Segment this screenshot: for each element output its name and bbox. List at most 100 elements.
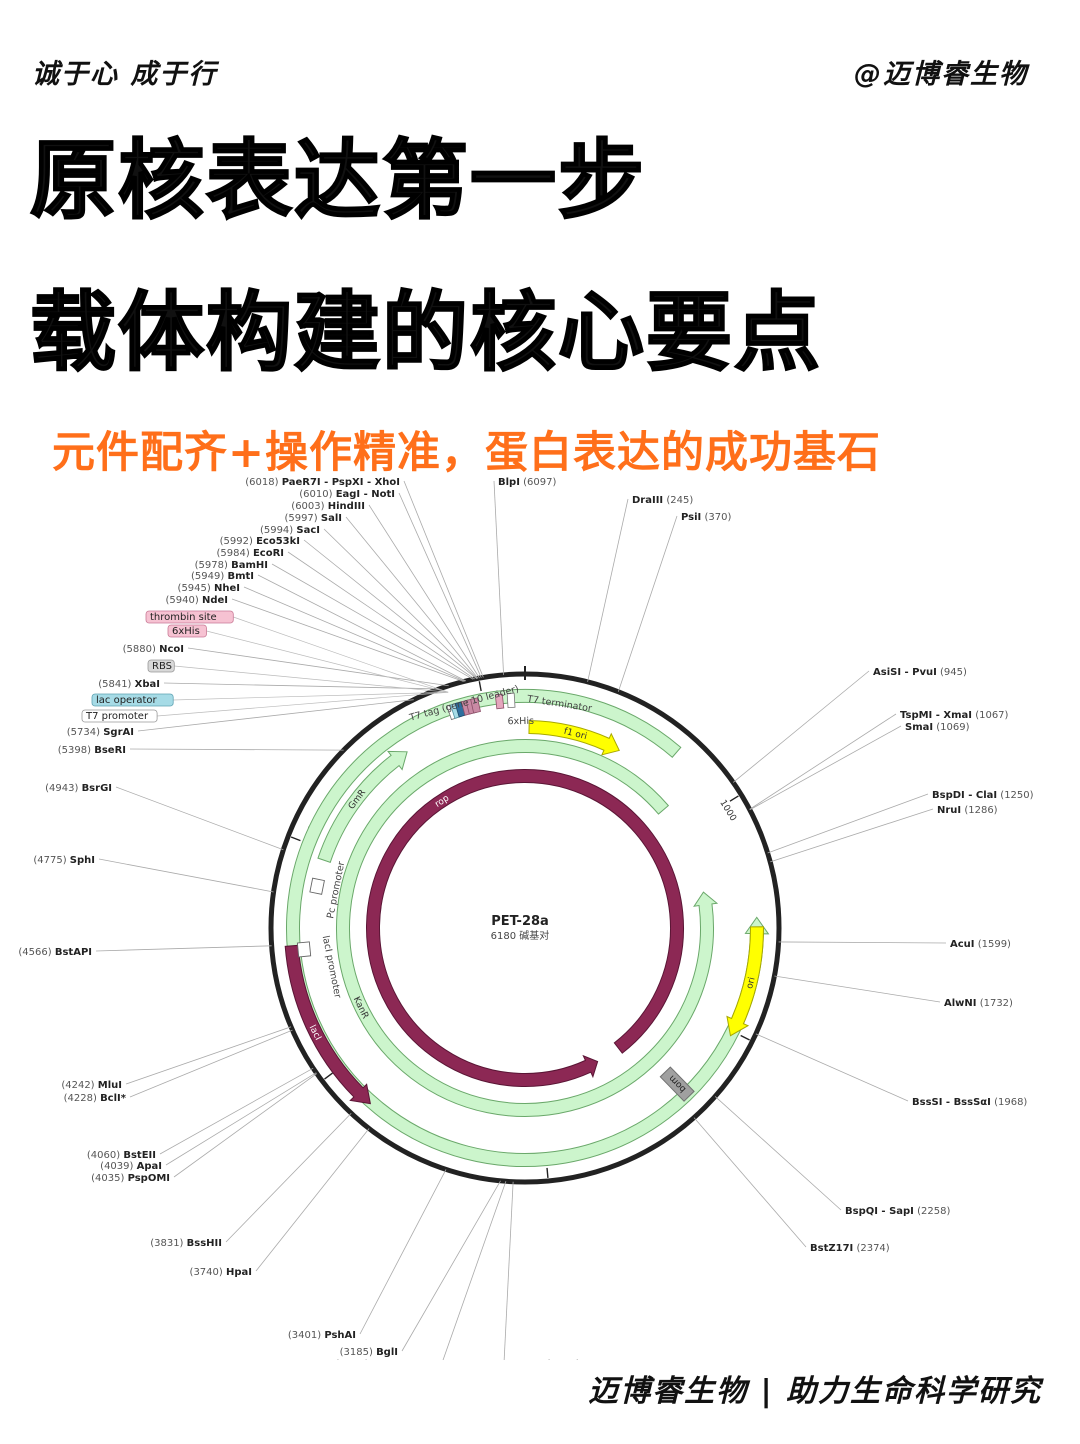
site-line bbox=[749, 725, 902, 811]
site-name: PshAI bbox=[324, 1330, 356, 1341]
site-position: (4039) bbox=[100, 1161, 133, 1172]
tick-mark bbox=[290, 836, 301, 842]
site-name: BclI* bbox=[100, 1093, 127, 1104]
author-handle: @迈博睿生物 bbox=[854, 59, 1028, 90]
site-line bbox=[323, 528, 478, 679]
feature-label: RBS bbox=[147, 659, 175, 673]
site-name: DraIII bbox=[632, 495, 663, 506]
restriction-site-label: TspMI - XmaI (1067) bbox=[900, 710, 1009, 721]
site-name: BamHI bbox=[231, 560, 268, 571]
feature-arc bbox=[286, 689, 770, 1167]
site-name: SgrAI bbox=[103, 727, 134, 738]
site-line bbox=[368, 504, 480, 679]
feature-arc-label: ori bbox=[745, 976, 757, 990]
restriction-site-label: (5984) EcoRI bbox=[216, 548, 284, 559]
feature-label-text: thrombin site bbox=[150, 612, 217, 623]
tick-mark bbox=[740, 1034, 750, 1041]
site-position: (5992) bbox=[220, 536, 253, 547]
site-position: (4566) bbox=[18, 947, 51, 958]
feature-arc bbox=[528, 720, 620, 756]
site-line bbox=[129, 748, 344, 751]
site-name: MluI bbox=[98, 1080, 122, 1091]
site-name: BstEII bbox=[123, 1150, 156, 1161]
site-position: (245) bbox=[666, 495, 693, 506]
site-name: TspMI - XmaI bbox=[900, 710, 972, 721]
site-position: (1069) bbox=[936, 722, 969, 733]
promoter-glyph bbox=[309, 877, 325, 895]
site-line bbox=[225, 1112, 352, 1243]
site-line bbox=[732, 670, 870, 783]
site-position: (5949) bbox=[191, 571, 224, 582]
tick-label: 1000 bbox=[717, 798, 738, 823]
site-position: (5734) bbox=[67, 727, 100, 738]
site-position: (1968) bbox=[994, 1097, 1027, 1108]
restriction-site-label: (5994) SacI bbox=[260, 525, 320, 536]
site-name: HindIII bbox=[328, 501, 365, 512]
restriction-site-label: (3185) BglI bbox=[340, 1347, 398, 1358]
site-line bbox=[287, 551, 475, 680]
restriction-site-label: AlwNI (1732) bbox=[944, 998, 1013, 1009]
site-position: (370) bbox=[704, 512, 731, 523]
restriction-site-label: BspDI - ClaI (1250) bbox=[932, 790, 1034, 801]
site-line bbox=[303, 539, 477, 679]
site-line bbox=[359, 1169, 447, 1335]
restriction-site-label: (5978) BamHI bbox=[195, 560, 268, 571]
site-name: BspQI - SapI bbox=[845, 1206, 914, 1217]
site-line bbox=[587, 498, 629, 682]
feature-label-pill bbox=[147, 659, 175, 673]
tick-mark bbox=[729, 795, 739, 802]
site-name: SmaI bbox=[905, 722, 933, 733]
site-line bbox=[271, 563, 474, 680]
site-name: BstAPI bbox=[55, 947, 92, 958]
site-line bbox=[442, 1181, 507, 1360]
site-position: (5398) bbox=[58, 745, 91, 756]
restriction-site-label: (3831) BssHII bbox=[150, 1238, 222, 1249]
restriction-site-label: (4242) MluI bbox=[61, 1080, 122, 1091]
site-line bbox=[163, 682, 440, 690]
restriction-site-label: (3164) FspI - FspAI bbox=[335, 1359, 438, 1360]
site-line bbox=[159, 1067, 314, 1155]
site-position: (1250) bbox=[1000, 790, 1033, 801]
site-name: BlpI bbox=[498, 477, 520, 488]
feature-line bbox=[233, 616, 449, 693]
feature-label-text: lac operator bbox=[96, 695, 157, 706]
feature-arc bbox=[284, 944, 372, 1105]
site-position: (3401) bbox=[288, 1330, 321, 1341]
site-position: (5940) bbox=[166, 595, 199, 606]
restriction-site-label: (4775) SphI bbox=[33, 855, 95, 866]
restriction-site-label: DraIII (245) bbox=[632, 495, 693, 506]
restriction-site-label: (5997) SalI bbox=[284, 513, 342, 524]
site-name: XbaI bbox=[135, 679, 160, 690]
site-line bbox=[767, 793, 929, 854]
feature-label: lac operator bbox=[91, 693, 174, 707]
feature-arc bbox=[726, 926, 764, 1037]
site-position: (5880) bbox=[123, 644, 156, 655]
feature-line bbox=[157, 691, 449, 717]
feature-label-pill bbox=[81, 709, 158, 723]
restriction-site-label: (4566) BstAPI bbox=[18, 947, 92, 958]
feature-line bbox=[174, 665, 449, 693]
restriction-site-label: (5398) BseRI bbox=[58, 745, 126, 756]
tick-mark bbox=[478, 681, 482, 692]
site-name: BmtI bbox=[227, 571, 254, 582]
site-line bbox=[778, 941, 947, 944]
footer-text: 迈博睿生物 | 助力生命科学研究 bbox=[588, 1374, 1042, 1409]
restriction-site-label: (6010) EagI - NotI bbox=[299, 489, 395, 500]
site-line bbox=[125, 1026, 292, 1085]
plasmid-name: PET-28a bbox=[491, 914, 549, 929]
site-position: (945) bbox=[940, 667, 967, 678]
site-position: (4228) bbox=[64, 1093, 97, 1104]
site-line bbox=[95, 945, 272, 952]
site-name: BsrGI bbox=[82, 783, 112, 794]
page-subtitle: 元件配齐+操作精准，蛋白表达的成功基石 bbox=[52, 428, 882, 478]
restriction-site-label: AsiSI - PvuI (945) bbox=[873, 667, 967, 678]
restriction-site-label: (5940) NdeI bbox=[166, 595, 228, 606]
inner-feature-label: 6xHis bbox=[507, 716, 534, 728]
site-position: (4060) bbox=[87, 1150, 120, 1161]
site-name: FspI - FspAI bbox=[372, 1359, 438, 1360]
site-line bbox=[173, 1073, 318, 1178]
restriction-site-label: SmaI (1069) bbox=[905, 722, 970, 733]
site-line bbox=[617, 515, 678, 692]
feature-label-pill bbox=[145, 610, 234, 624]
site-position: (3831) bbox=[150, 1238, 183, 1249]
